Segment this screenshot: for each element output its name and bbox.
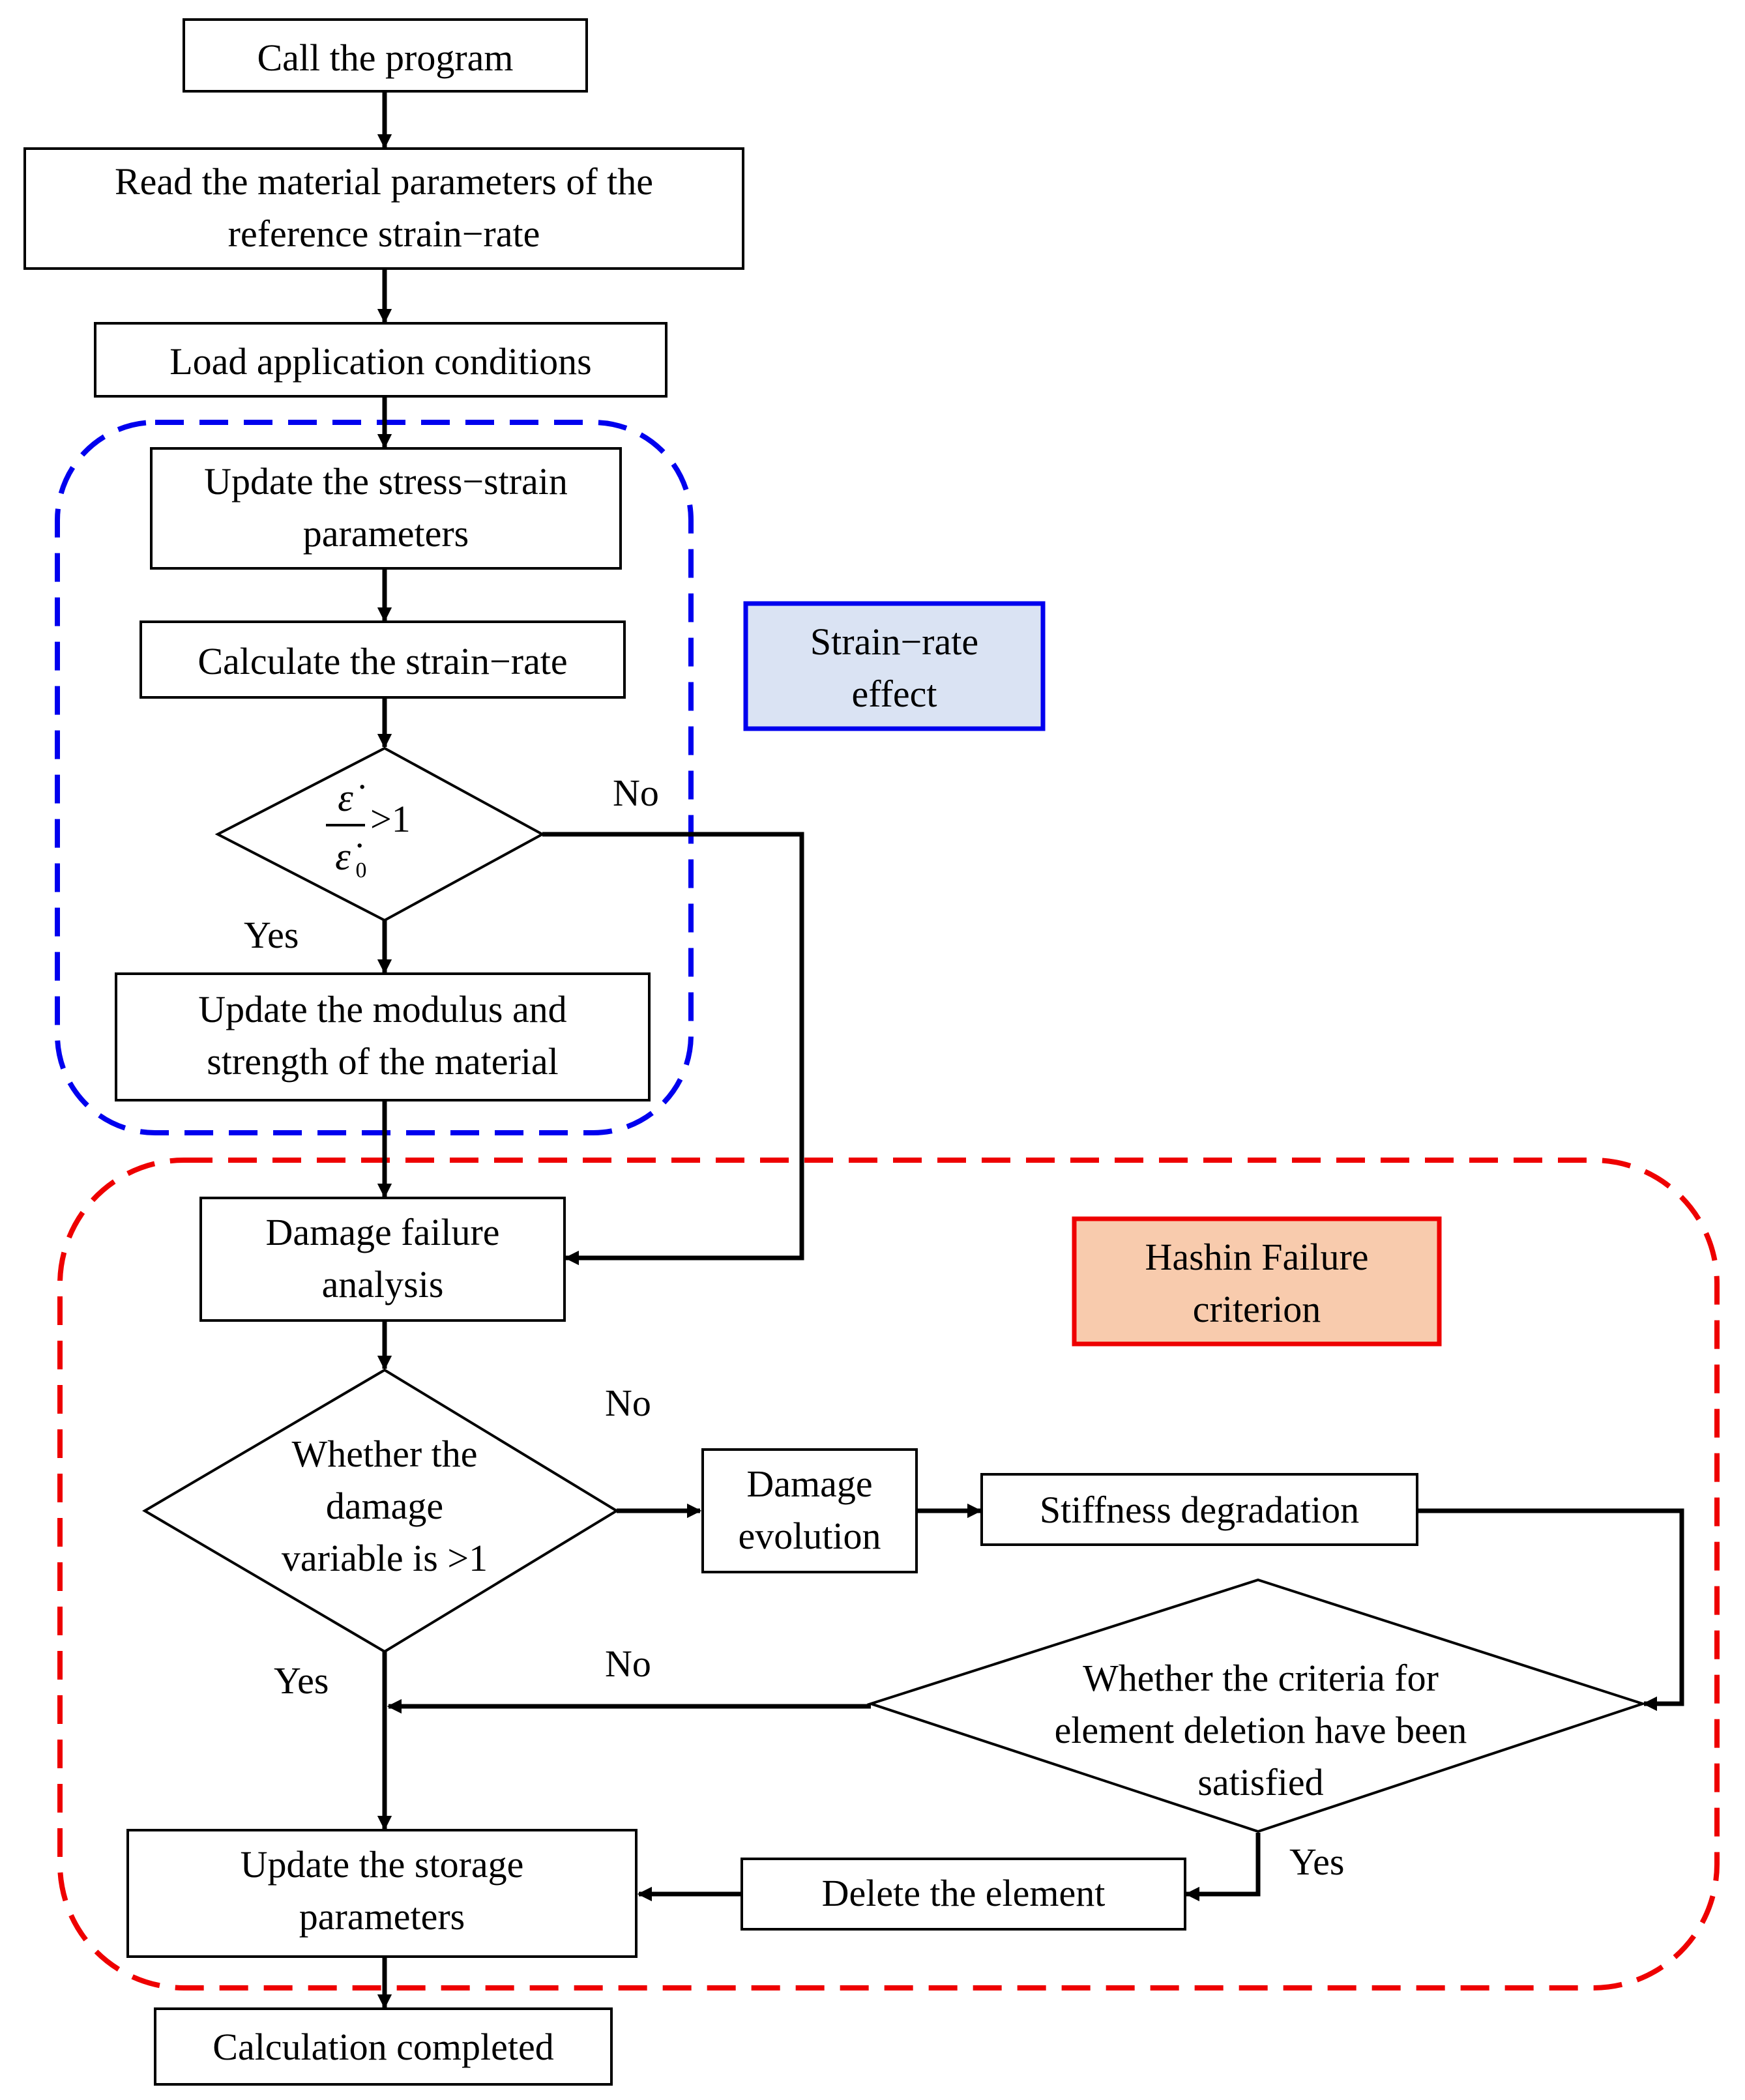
node-calc-strain-rate: Calculate the strain−rate xyxy=(139,620,626,699)
ratio-denominator-subscript: 0 xyxy=(356,858,367,882)
edge-ratio-no xyxy=(542,832,804,1266)
svg-text:Call the program: Call the program xyxy=(257,36,513,79)
decision-strain-rate-ratio: ε̇ ε̇ 0 >1 xyxy=(214,746,546,922)
svg-text:Delete the element: Delete the element xyxy=(822,1872,1106,1914)
edge-stiffness-to-deletion xyxy=(1418,1508,1684,1712)
edge-label-ratio-no: No xyxy=(613,772,659,814)
edge-label-ratio-yes: Yes xyxy=(244,914,299,956)
svg-text:Read the material parameters o: Read the material parameters of therefer… xyxy=(115,160,653,255)
svg-text:Calculate the strain−rate: Calculate the strain−rate xyxy=(198,640,567,682)
node-delete-element: Delete the element xyxy=(741,1858,1186,1931)
hashin-failure-region xyxy=(57,1158,1720,1991)
edge-label-damage-yes: Yes xyxy=(274,1659,329,1702)
edge-label-damage-no: No xyxy=(605,1382,651,1424)
node-load-conditions: Load application conditions xyxy=(94,322,667,398)
node-call-program: Call the program xyxy=(183,18,588,93)
node-stiffness-degradation: Stiffness degradation xyxy=(980,1473,1418,1546)
edge-deletion-yes xyxy=(1184,1833,1261,1902)
edges xyxy=(377,91,1684,2009)
node-calc-completed: Calculation completed xyxy=(154,2007,613,2086)
edge-label-deletion-no: No xyxy=(605,1642,651,1685)
edge-label-deletion-yes: Yes xyxy=(1289,1841,1344,1883)
svg-text:Stiffness degradation: Stiffness degradation xyxy=(1040,1489,1359,1531)
strain-rate-effect-region xyxy=(55,420,694,1135)
svg-text:Calculation completed: Calculation completed xyxy=(213,2026,553,2068)
svg-text:Load application conditions: Load application conditions xyxy=(169,340,592,383)
ratio-relation: >1 xyxy=(370,798,411,840)
